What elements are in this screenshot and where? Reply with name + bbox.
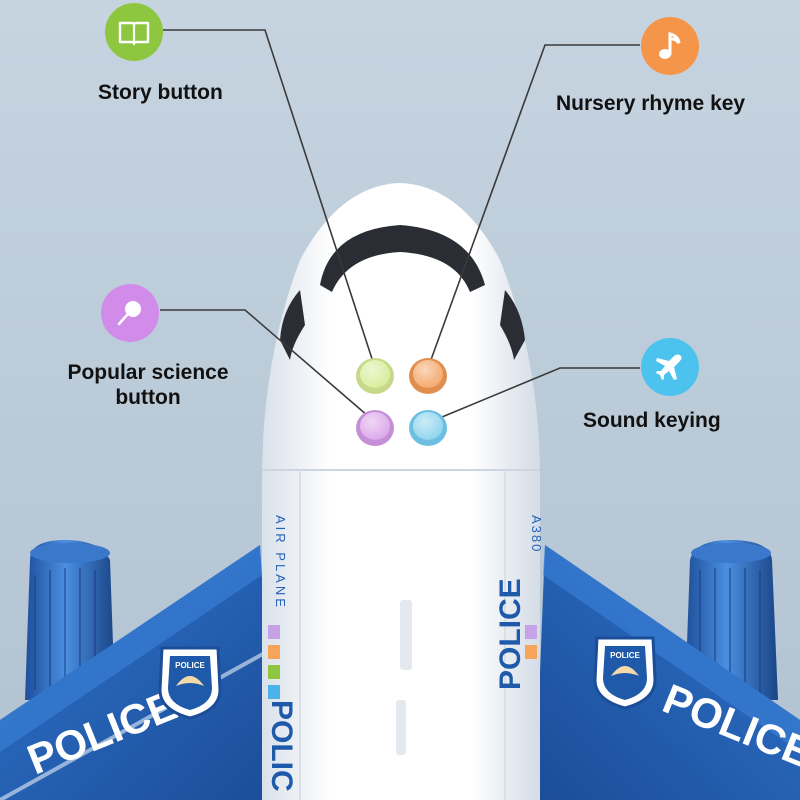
fuselage-police-text: POLICE <box>494 578 527 690</box>
fuselage <box>262 183 540 800</box>
color-stripe <box>268 625 537 699</box>
toy-button-nursery[interactable] <box>409 358 447 394</box>
popular-science-button-label: Popular science button <box>52 360 244 410</box>
toy-button-sound[interactable] <box>409 410 447 446</box>
left-police-badge: POLICE <box>158 646 222 720</box>
story-button-label: Story button <box>98 81 223 104</box>
book-icon <box>105 3 163 61</box>
popular-science-label-line2: button <box>115 386 181 409</box>
cockpit-window <box>320 225 485 292</box>
left-wing <box>0 545 275 800</box>
right-side-window <box>500 290 525 360</box>
sound-keying-label: Sound keying <box>583 409 721 432</box>
right-wing <box>535 545 800 800</box>
toy-button-story[interactable] <box>356 358 394 394</box>
svg-text:POLICE: POLICE <box>175 661 205 670</box>
a380-text: A380 <box>529 515 544 553</box>
leader-lines <box>160 29 640 423</box>
nursery-rhyme-key-label: Nursery rhyme key <box>556 92 746 115</box>
right-police-badge: POLICE <box>593 636 657 710</box>
svg-text:POLICE: POLICE <box>610 651 640 660</box>
magnifier-icon <box>101 284 159 342</box>
music-note-icon <box>641 17 699 75</box>
popular-science-label-line1: Popular science <box>67 361 229 384</box>
air-plane-text: AIR PLANE <box>273 515 288 610</box>
fuselage-police-partial-text: POLIC <box>265 700 298 792</box>
toy-button-science[interactable] <box>356 410 394 446</box>
left-side-window <box>280 290 305 360</box>
airplane-icon <box>641 338 699 396</box>
